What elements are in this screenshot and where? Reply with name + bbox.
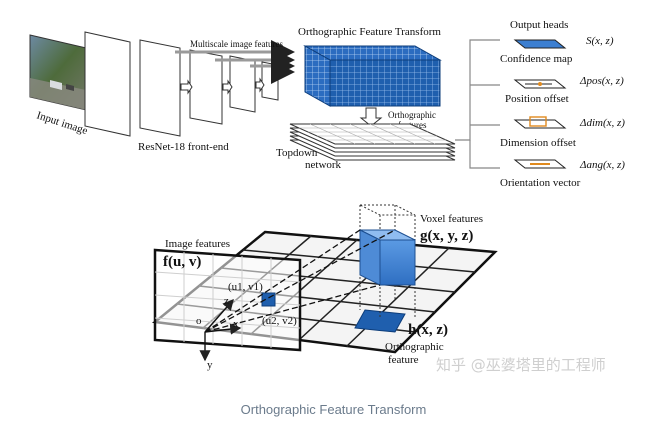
axis-x-label: x xyxy=(233,318,239,330)
image-features-label: Image features xyxy=(165,238,230,250)
pixel-labels: (u1, v1) (u2, v2) xyxy=(228,281,297,327)
h-xz-label: h(x, z) xyxy=(408,322,448,338)
head-orientation-formula: Δang(x, z) xyxy=(579,159,625,171)
axis-z-label: z xyxy=(224,295,229,307)
voxel-features-label: Voxel features xyxy=(420,213,483,225)
u1v1-label: (u1, v1) xyxy=(228,281,263,293)
head-position-formula: Δpos(x, z) xyxy=(579,75,624,87)
voxel-cube xyxy=(359,229,416,286)
head-dimension-label: Dimension offset xyxy=(500,137,576,149)
camera-axes xyxy=(199,298,242,362)
multiscale-arrows xyxy=(175,40,295,84)
head-branches xyxy=(455,39,500,169)
topdown-network xyxy=(289,123,456,161)
head-dimension: Dimension offset Δdim(x, z) xyxy=(500,116,625,149)
head-confidence: Confidence map S(x, z) xyxy=(500,35,614,65)
output-heads-label: Output heads xyxy=(510,19,568,31)
figure-caption: Orthographic Feature Transform xyxy=(240,402,427,417)
ortho-features-label-1: Orthographic xyxy=(388,110,436,120)
head-position: Position offset Δpos(x, z) xyxy=(505,75,624,105)
head-confidence-formula: S(x, z) xyxy=(586,35,614,47)
oft-down-arrow xyxy=(359,107,383,127)
head-orientation: Orientation vector Δang(x, z) xyxy=(500,159,625,189)
topdown-label-2: network xyxy=(305,159,342,171)
u2v2-label: (u2, v2) xyxy=(262,315,297,327)
resnet-label: ResNet-18 front-end xyxy=(138,141,229,153)
ortho-feature-label-2: feature xyxy=(388,354,419,366)
g-xyz-label: g(x, y, z) xyxy=(420,228,473,244)
head-orientation-label: Orientation vector xyxy=(500,177,581,189)
ortho-feature-label-1: Orthographic xyxy=(385,341,444,353)
axis-y-label: y xyxy=(207,359,213,371)
oft-title: Orthographic Feature Transform xyxy=(298,26,441,38)
oft-cube xyxy=(303,45,442,107)
head-position-label: Position offset xyxy=(505,93,569,105)
origin-label: o xyxy=(196,315,202,327)
multiscale-label: Multiscale image features xyxy=(190,39,283,49)
head-confidence-label: Confidence map xyxy=(500,53,573,65)
topdown-label-1: Topdown xyxy=(276,147,318,159)
f-uv-label: f(u, v) xyxy=(163,254,201,270)
watermark: 知乎 @巫婆塔里的工程师 xyxy=(436,356,606,374)
ortho-feature-cell xyxy=(354,309,406,333)
input-image-label: Input image xyxy=(35,109,89,137)
resnet-connectors xyxy=(180,77,265,95)
oft-diagram: Input image ResNet-18 front-end Multisca… xyxy=(29,19,625,374)
head-dimension-formula: Δdim(x, z) xyxy=(579,117,625,129)
